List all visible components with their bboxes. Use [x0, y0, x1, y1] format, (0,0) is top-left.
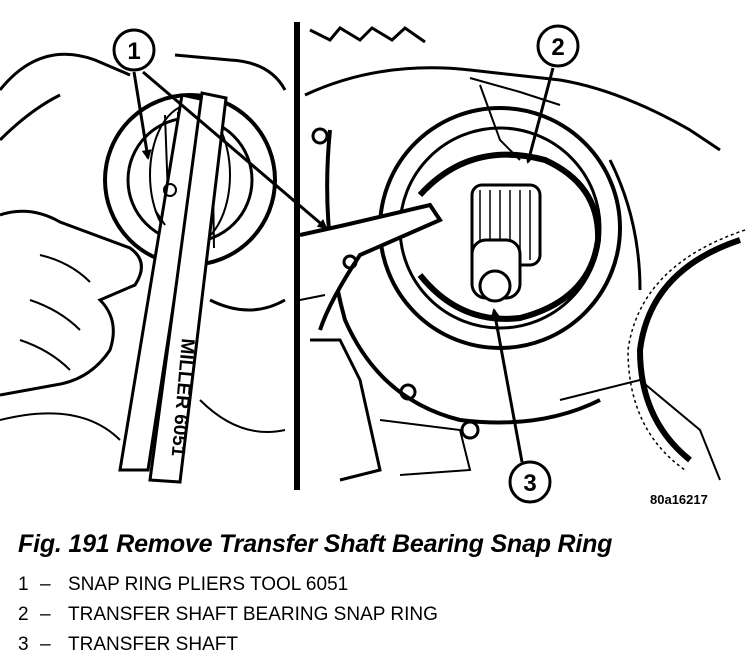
- legend-item-text: TRANSFER SHAFT: [68, 634, 238, 655]
- legend-separator: –: [40, 574, 51, 595]
- right-panel-drawing: [299, 26, 746, 482]
- callout-1-number: 1: [127, 38, 140, 65]
- legend-item-text: TRANSFER SHAFT BEARING SNAP RING: [68, 604, 438, 625]
- callout-2-number: 2: [551, 34, 564, 61]
- legend-separator: –: [40, 604, 51, 625]
- image-code-label: 80a16217: [650, 492, 708, 507]
- legend-item-2: 2–TRANSFER SHAFT BEARING SNAP RING: [18, 600, 438, 630]
- legend-item-number: 3: [18, 634, 29, 655]
- legend-item-number: 2: [18, 604, 29, 625]
- callout-3: 3: [508, 460, 552, 504]
- callout-arrows: [132, 67, 555, 463]
- callout-3-number: 3: [523, 470, 536, 497]
- legend-item-1: 1–SNAP RING PLIERS TOOL 6051: [18, 570, 438, 600]
- legend-item-3: 3–TRANSFER SHAFT: [18, 630, 438, 660]
- legend-list: 1–SNAP RING PLIERS TOOL 6051 2–TRANSFER …: [18, 570, 438, 660]
- callout-1: 1: [112, 28, 156, 72]
- callout-2: 2: [536, 24, 580, 68]
- legend-separator: –: [40, 634, 51, 655]
- figure-illustration: MILLER 6051: [0, 22, 746, 507]
- legend-item-number: 1: [18, 574, 29, 595]
- left-panel-drawing: [0, 52, 287, 484]
- legend-item-text: SNAP RING PLIERS TOOL 6051: [68, 574, 349, 595]
- figure-caption: Fig. 191 Remove Transfer Shaft Bearing S…: [18, 530, 613, 558]
